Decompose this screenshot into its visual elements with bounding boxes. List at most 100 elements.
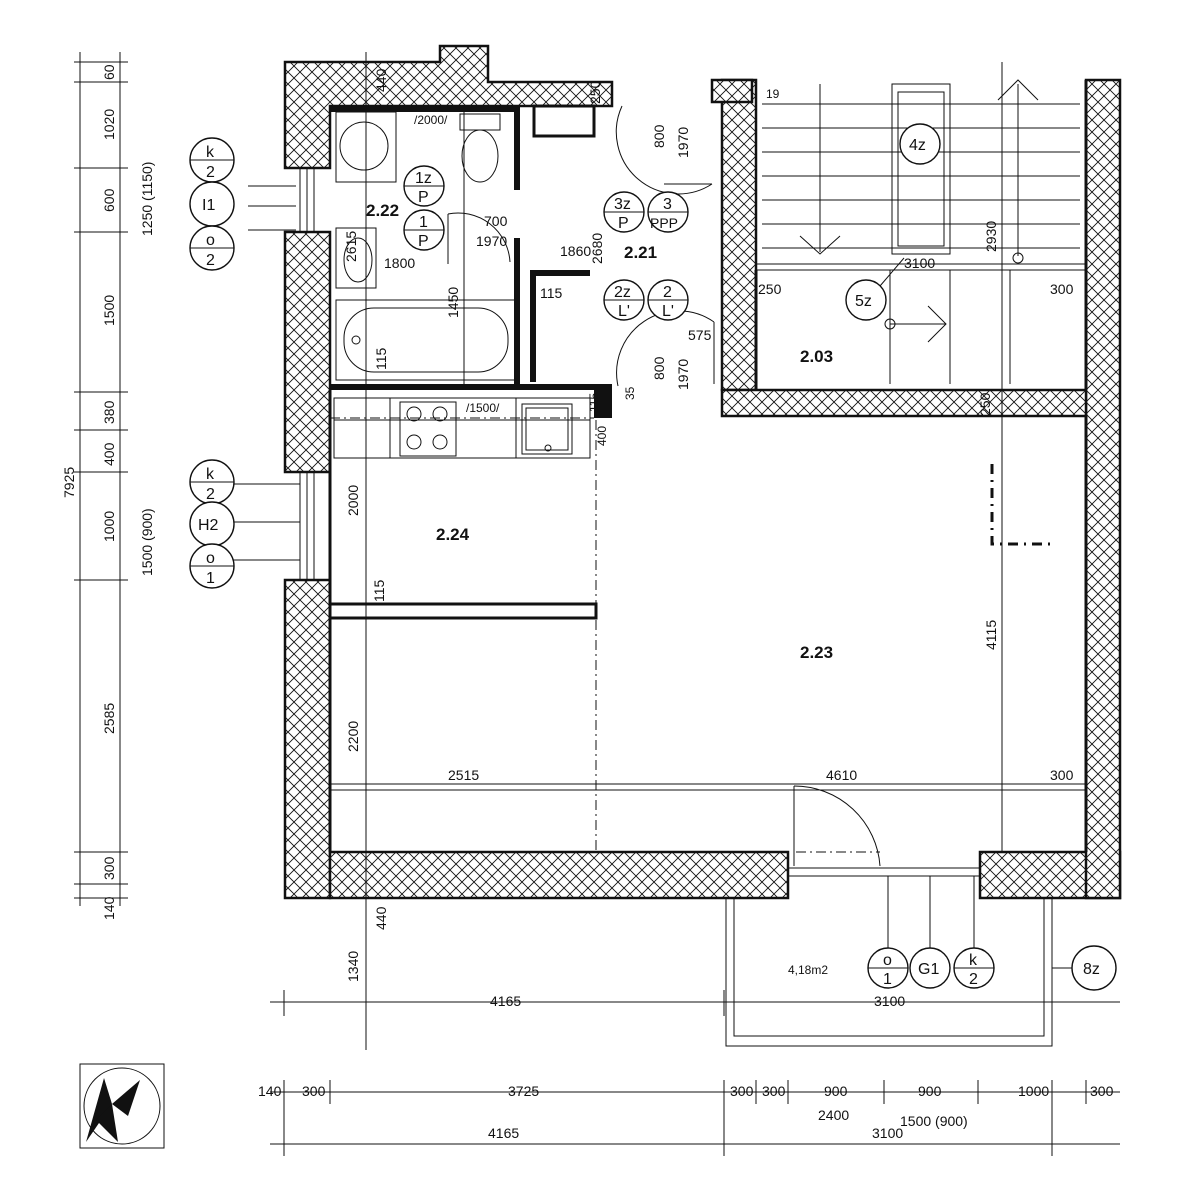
- dim-i700: 700: [484, 213, 508, 229]
- tag-o1-left: o 1: [189, 543, 235, 589]
- svg-text:H2: H2: [198, 517, 219, 534]
- dim-i2000s: /2000/: [414, 113, 448, 127]
- dim-b3100: 3100: [872, 1125, 903, 1141]
- partitions: [328, 80, 1088, 852]
- dim-i4165: 4165: [490, 993, 521, 1009]
- dim-i440b: 440: [373, 906, 389, 930]
- dim-i4115: 4115: [983, 620, 999, 650]
- tag-3z-P: 3z P: [603, 191, 645, 233]
- svg-text:L': L': [662, 303, 674, 320]
- wall-stair-left: [720, 78, 758, 392]
- dim-i1970a: 1970: [675, 127, 691, 158]
- dim-b300b: 300: [730, 1083, 754, 1099]
- dim-i1800: 1800: [384, 255, 415, 271]
- stove-icon: [399, 401, 457, 457]
- wall-right: [1084, 78, 1122, 900]
- dim-i400: 400: [595, 426, 609, 446]
- dim-b900b: 900: [918, 1083, 942, 1099]
- svg-text:o: o: [206, 550, 215, 567]
- svg-text:2: 2: [969, 971, 978, 988]
- svg-text:1: 1: [419, 214, 428, 231]
- svg-text:2z: 2z: [614, 284, 631, 301]
- doors: [447, 105, 881, 867]
- bottom-dimensions: 140 300 3725 300 300 900 900 1000 300 24…: [258, 1083, 1114, 1141]
- dim-600: 600: [101, 188, 117, 212]
- svg-text:1: 1: [883, 971, 892, 988]
- svg-text:I1: I1: [202, 197, 215, 214]
- room-2-21: 2.21: [624, 243, 657, 262]
- dim-b900a: 900: [824, 1083, 848, 1099]
- left-dimensions: 60 1020 600 1500 380 400 1000 2585 300 1…: [61, 64, 155, 920]
- svg-text:P: P: [418, 233, 429, 250]
- tag-8z: 8z: [1071, 945, 1117, 991]
- dim-1500: 1500: [101, 295, 117, 326]
- dim-i250c: 250: [977, 392, 993, 416]
- dim-i2680: 2680: [589, 233, 605, 264]
- svg-text:8z: 8z: [1083, 961, 1100, 978]
- kitchen-counter: [333, 397, 591, 459]
- tag-o1-balcony: o 1: [867, 947, 909, 989]
- dim-1020: 1020: [101, 109, 117, 140]
- svg-text:G1: G1: [918, 961, 939, 978]
- svg-text:o: o: [206, 232, 215, 249]
- dim-i300a: 300: [1050, 281, 1074, 297]
- dim-i4610: 4610: [826, 767, 857, 783]
- dim-300: 300: [101, 856, 117, 880]
- tag-1z-P: 1z P: [403, 165, 445, 207]
- dim-i250a: 250: [587, 80, 603, 104]
- toilet-icon: [459, 113, 501, 183]
- balcony-area: 4,18m2: [788, 963, 828, 977]
- svg-text:k: k: [206, 466, 215, 483]
- tag-4z: 4z: [899, 123, 941, 165]
- dim-i300b: 300: [1050, 767, 1074, 783]
- windows: [299, 167, 980, 877]
- dim-i3100a: 3100: [904, 255, 935, 271]
- tag-2-L: 2 L': [647, 279, 689, 321]
- dim-b2400: 2400: [818, 1107, 849, 1123]
- dim-b4165: 4165: [488, 1125, 519, 1141]
- tag-2z-L: 2z L': [603, 279, 645, 321]
- dim-1000: 1000: [101, 511, 117, 542]
- wall-middle: [720, 388, 1088, 418]
- svg-text:1: 1: [206, 570, 215, 587]
- inner-dimensions: 440 250 /2000/ 800 1970 19 700 1970 2615…: [343, 68, 1074, 1009]
- svg-text:2: 2: [206, 164, 215, 181]
- dim-i115d: 115: [371, 579, 387, 602]
- dim-window-1: 1250 (1150): [139, 162, 155, 236]
- room-2-22: 2.22: [366, 201, 399, 220]
- dim-b1500: 1500 (900): [900, 1113, 968, 1129]
- tag-G1: G1: [909, 947, 951, 989]
- kitchen-sink-icon: [521, 403, 573, 455]
- tag-I1: I1: [189, 181, 235, 227]
- dim-total-7925: 7925: [61, 467, 77, 498]
- svg-text:2: 2: [206, 252, 215, 269]
- bathtub-icon: [335, 299, 517, 381]
- dim-i115a: 115: [540, 285, 563, 301]
- dim-b300a: 300: [302, 1083, 326, 1099]
- tag-H2: H2: [189, 501, 235, 547]
- wall-bottom-left: [328, 850, 790, 900]
- dim-60: 60: [101, 64, 117, 80]
- svg-text:4z: 4z: [909, 137, 926, 154]
- dim-400: 400: [101, 442, 117, 466]
- room-2-24: 2.24: [436, 525, 470, 544]
- svg-text:k: k: [206, 144, 215, 161]
- dim-i115c: 115: [587, 393, 601, 412]
- north-arrow-icon: [79, 1063, 165, 1149]
- balcony: [725, 898, 1053, 1047]
- dim-i3100b: 3100: [874, 993, 905, 1009]
- dim-i19: 19: [766, 87, 780, 101]
- dim-b1000: 1000: [1018, 1083, 1049, 1099]
- dim-i2615: 2615: [343, 231, 359, 262]
- dim-i2200: 2200: [345, 721, 361, 752]
- svg-text:P: P: [618, 215, 629, 232]
- dim-i250b: 250: [758, 281, 782, 297]
- svg-text:L': L': [618, 303, 630, 320]
- tag-o2: o 2: [189, 225, 235, 271]
- dim-b300c: 300: [762, 1083, 786, 1099]
- wall-top-left: [283, 44, 614, 170]
- svg-text:P: P: [418, 189, 429, 206]
- tag-k2-lower: k 2: [189, 459, 235, 505]
- wall-left-lower: [283, 578, 332, 900]
- dim-i1500s: /1500/: [466, 401, 500, 415]
